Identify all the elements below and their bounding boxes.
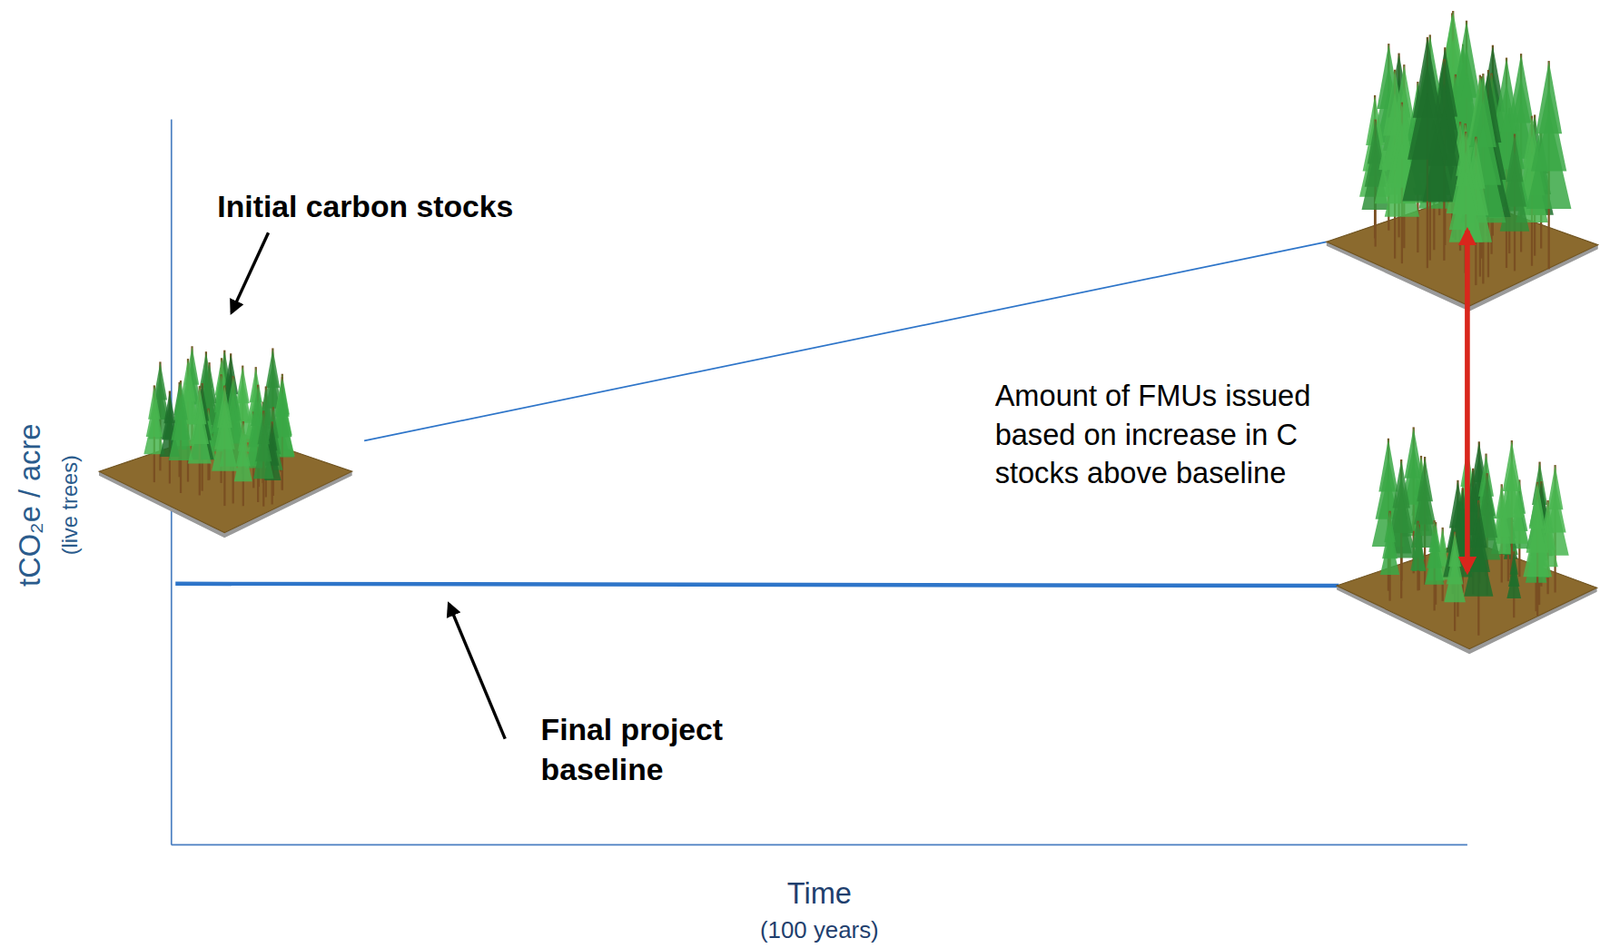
tree-crown [1443, 555, 1466, 603]
axis-title: tCO₂e / acre [11, 424, 50, 587]
tree-crown [1380, 532, 1400, 575]
callout-label: Final project baseline [541, 709, 776, 790]
tree-crown [187, 412, 212, 465]
tree-crown [1526, 110, 1572, 209]
x-axis [171, 844, 1468, 847]
baseline-line [175, 583, 1339, 586]
axis-title: Time [787, 874, 852, 913]
tree-crown [143, 408, 165, 455]
axes [171, 118, 1468, 845]
forest-tile [98, 345, 353, 538]
tree-crown [168, 407, 194, 461]
axis-subtitle: (100 years) [760, 915, 880, 947]
forest-tile [1326, 10, 1599, 312]
tree-crown [1424, 542, 1444, 585]
tree-crown [211, 414, 238, 471]
tree-crown [1402, 92, 1452, 202]
annotation-text: Amount of FMUs issued based on increase … [995, 377, 1353, 494]
tree-crown [234, 441, 253, 482]
axis-subtitle: (live trees) [55, 454, 84, 555]
leader-arrow [231, 232, 268, 313]
tree-crown [253, 434, 275, 479]
credit-arrow [1464, 230, 1471, 572]
callout-label: Initial carbon stocks [217, 187, 605, 228]
tree-crown [1506, 567, 1521, 599]
leader-arrow [448, 603, 505, 739]
tree-crown [1522, 513, 1552, 577]
tree-crown [1496, 474, 1529, 544]
forest-illustrations [98, 10, 1599, 654]
